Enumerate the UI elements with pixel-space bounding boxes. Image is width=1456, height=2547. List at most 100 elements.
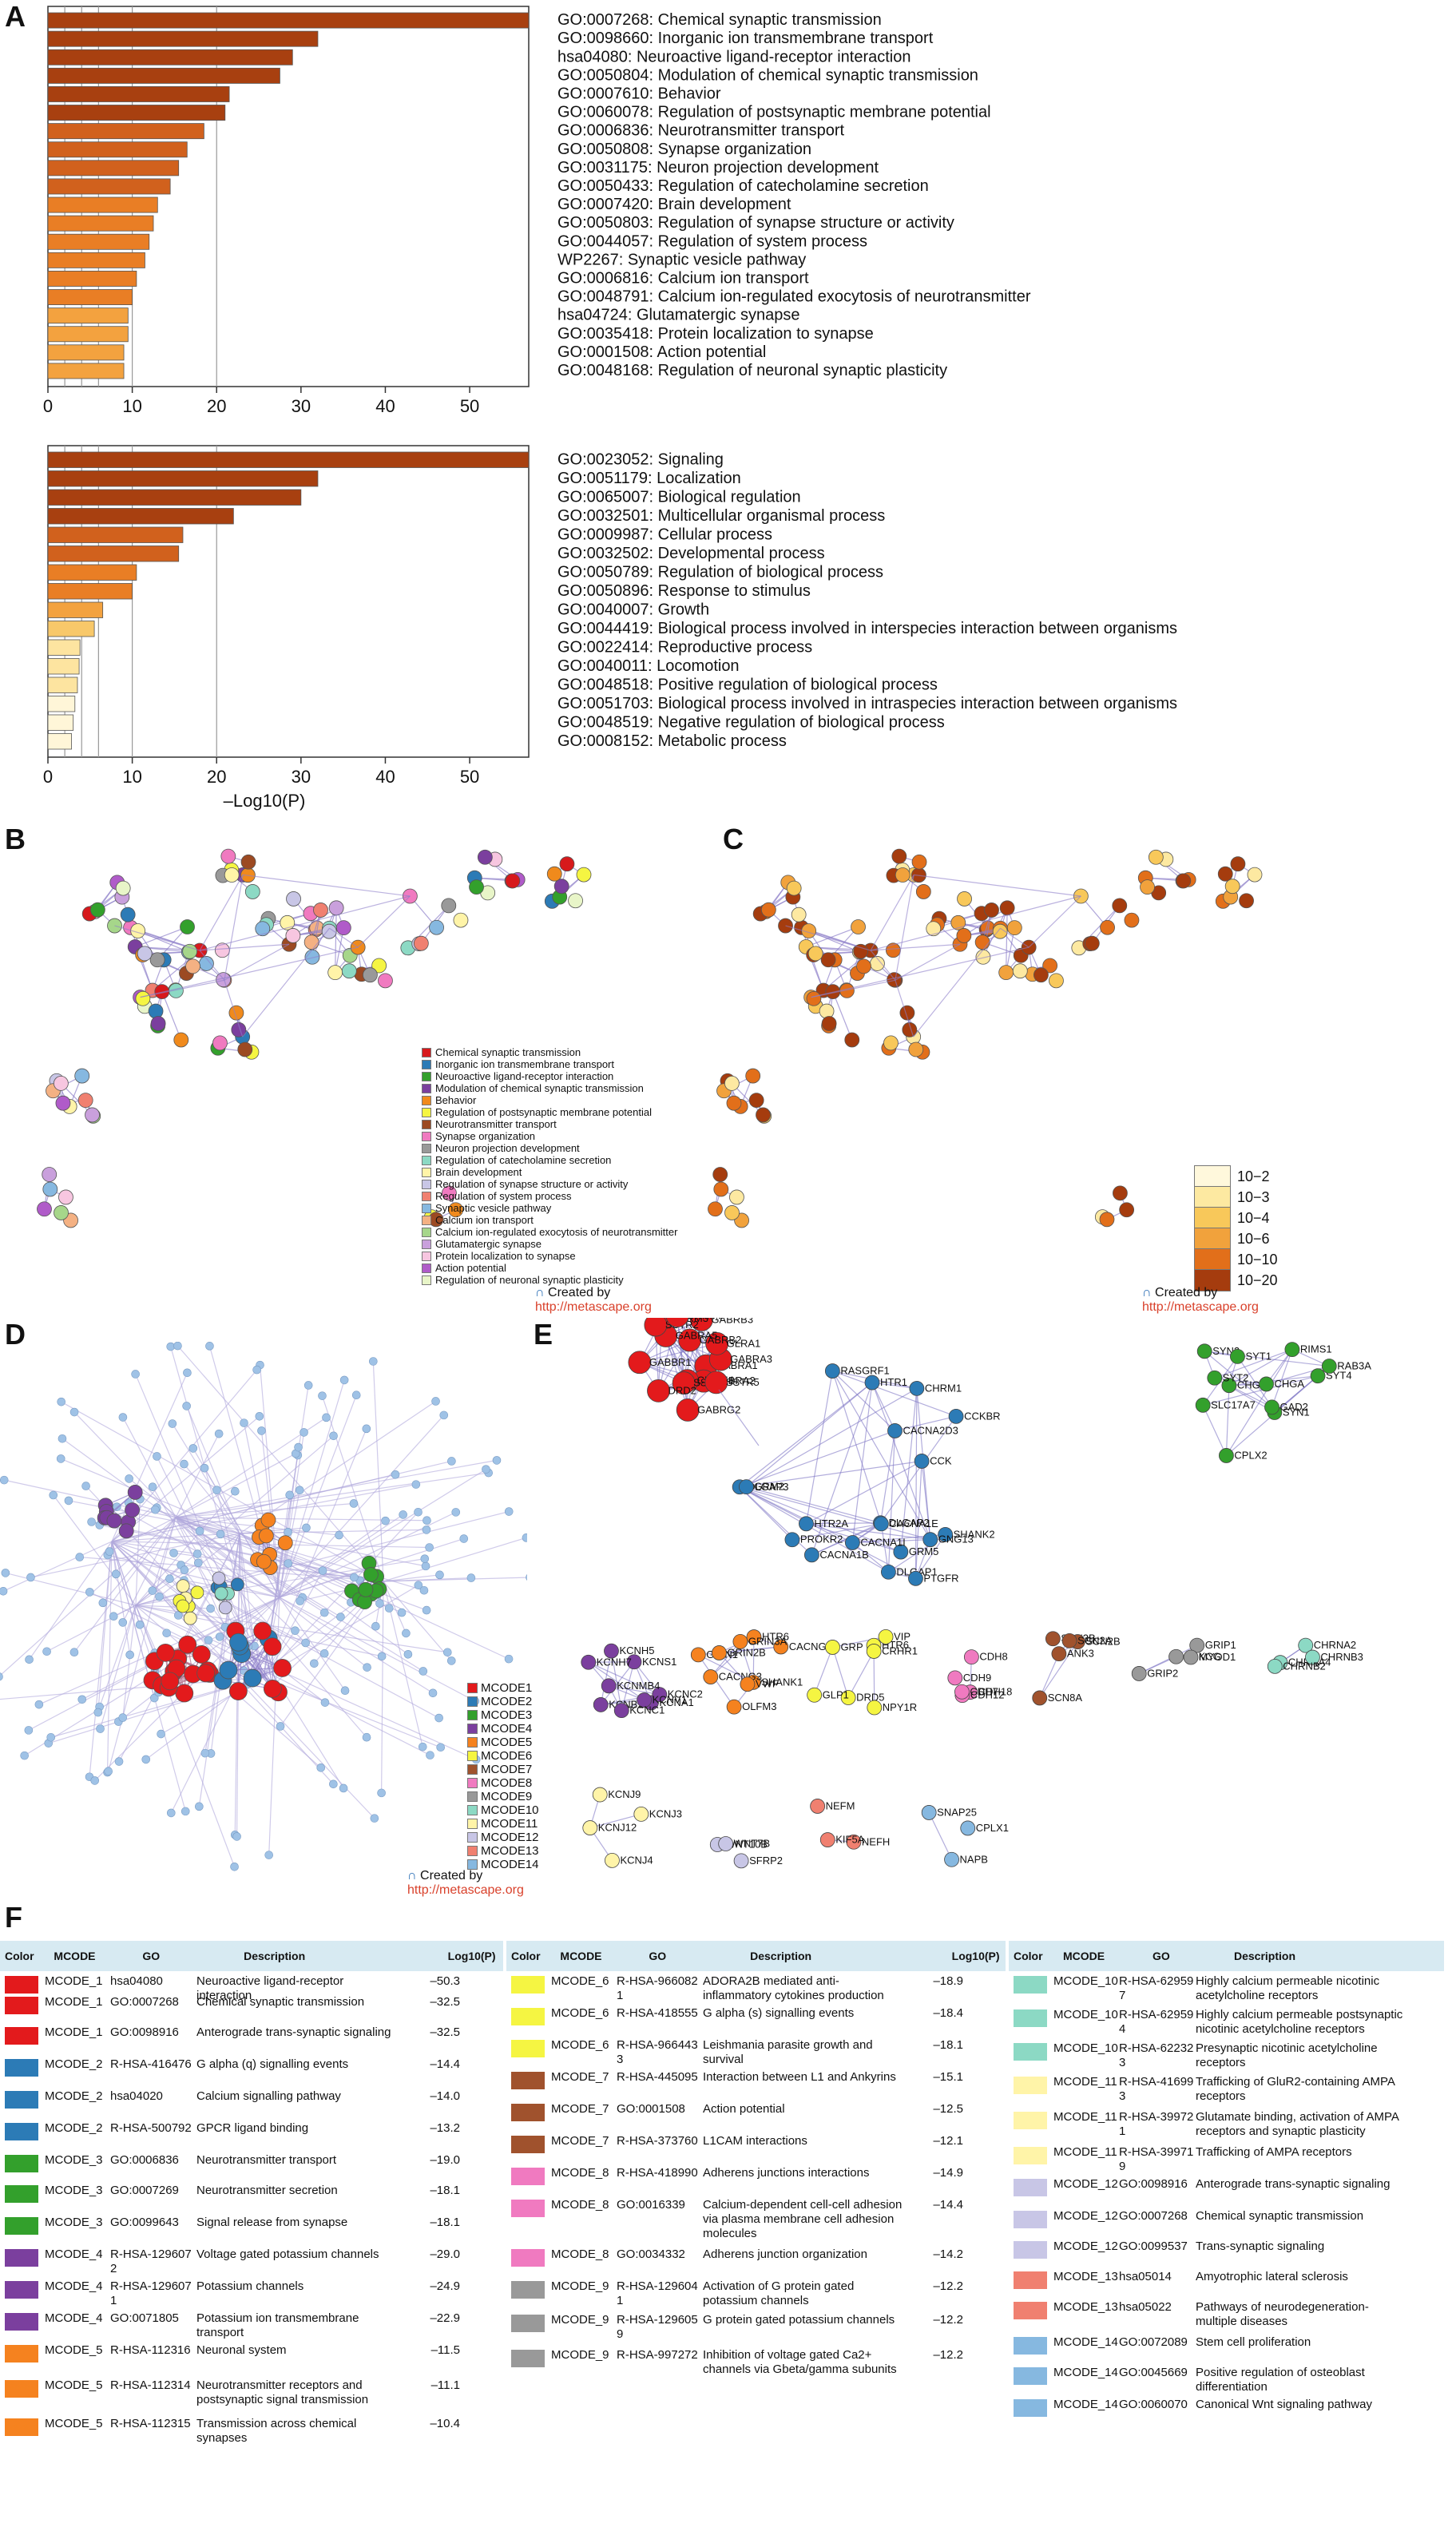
legend-b-item: Neurotransmitter transport	[422, 1118, 757, 1130]
gene-node	[652, 1687, 668, 1703]
network-edge	[97, 1541, 113, 1713]
network-edge	[279, 1597, 346, 1692]
network-node	[1176, 873, 1192, 889]
network-node	[58, 1434, 67, 1443]
network-node	[369, 1357, 378, 1366]
network-node	[263, 1637, 282, 1656]
mcode-cell: MCODE_2	[45, 2057, 103, 2071]
network-edge	[53, 1494, 137, 1606]
description-cell: Canonical Wnt signaling pathway	[1196, 2398, 1372, 2411]
description-cell: Calcium-dependent cell-cell adhesion via…	[703, 2198, 903, 2240]
gene-node	[1321, 1359, 1337, 1374]
gene-node	[1267, 1658, 1283, 1674]
gene-label: SNAP25	[937, 1806, 977, 1818]
network-edge	[383, 1577, 527, 1582]
legend-d-item: MCODE5	[467, 1736, 539, 1749]
network-node	[174, 1611, 183, 1620]
network-cluster	[210, 1005, 260, 1060]
go-cell: GO:0071805	[110, 2311, 179, 2325]
network-node	[230, 1863, 239, 1871]
color-swatch	[1014, 2337, 1047, 2355]
category-label: hsa04080: Neuroactive ligand-receptor in…	[557, 48, 911, 65]
color-swatch	[511, 2315, 545, 2332]
mcode-cell: MCODE_7	[551, 2134, 609, 2148]
network-node	[1100, 919, 1115, 935]
network-node	[49, 1490, 58, 1500]
network-node	[322, 1413, 331, 1422]
network-node	[111, 1569, 121, 1579]
network-edge	[175, 1517, 226, 1628]
network-edge	[239, 1527, 307, 1534]
mcode-cell: MCODE_6	[551, 2006, 609, 2020]
category-label: GO:0048168: Regulation of neuronal synap…	[557, 362, 947, 379]
network-edge	[1028, 895, 1081, 948]
network-node	[300, 1428, 308, 1437]
network-edge	[871, 1382, 931, 1540]
color-swatch	[511, 2350, 545, 2367]
network-node	[161, 1672, 180, 1691]
network-edge	[279, 1514, 404, 1598]
network-edge	[279, 1597, 476, 1702]
description-cell: Anterograde trans-synaptic signaling	[196, 2025, 391, 2039]
description-cell: Stem cell proliferation	[1196, 2335, 1311, 2349]
network-c	[708, 848, 1263, 1228]
network-node	[260, 1512, 276, 1528]
bar	[47, 307, 129, 324]
color-swatch	[1014, 2147, 1047, 2164]
network-node	[162, 1629, 171, 1638]
network-edge	[1006, 907, 1008, 973]
network-node	[212, 1486, 221, 1494]
network-edge	[99, 1605, 137, 1729]
category-label: GO:0048519: Negative regulation of biolo…	[557, 714, 945, 732]
mcode-cell: MCODE_11	[1053, 2145, 1117, 2159]
category-label: GO:0065007: Biological regulation	[557, 489, 801, 506]
network-edge	[135, 1605, 477, 1760]
network-edge	[831, 1371, 895, 1431]
credit-c-url[interactable]: http://metascape.org	[1142, 1300, 1259, 1314]
color-swatch	[511, 2040, 545, 2057]
network-cluster	[400, 888, 469, 956]
network-node	[429, 919, 444, 935]
color-swatch	[1014, 2367, 1047, 2385]
x-tick-label: 50	[460, 767, 479, 787]
go-cell: GO:0099537	[1119, 2240, 1188, 2253]
network-node	[375, 1599, 384, 1608]
network-edge	[279, 1566, 371, 1598]
network-node	[363, 1663, 371, 1672]
mcode-cluster: KCNA1KCNC2KCNB2KCNH5KCNMB4KCNS1KCNV1KCNH…	[581, 1643, 703, 1719]
network-node	[137, 946, 153, 962]
network-node	[168, 1419, 177, 1428]
description-cell: Pathways of neurodegeneration- multiple …	[1196, 2300, 1369, 2328]
credit-b-url[interactable]: http://metascape.org	[535, 1300, 652, 1314]
bar	[47, 30, 319, 47]
credit-d-url[interactable]: http://metascape.org	[407, 1883, 524, 1897]
gene-label: GRP	[840, 1640, 863, 1652]
gene-node	[1207, 1370, 1223, 1386]
network-node	[200, 1463, 209, 1473]
legend-swatch	[467, 1791, 478, 1802]
gene-node	[739, 1479, 754, 1495]
network-cluster	[37, 1167, 78, 1228]
network-b	[37, 848, 592, 1228]
description-cell: Neurotransmitter transport	[196, 2153, 337, 2167]
description-cell: Chemical synaptic transmission	[1196, 2209, 1364, 2223]
description-cell: Trafficking of GluR2-containing AMPA rec…	[1196, 2075, 1395, 2103]
network-edge	[184, 1463, 240, 1534]
network-edge	[805, 1371, 833, 1524]
gene-label: CHRNB3	[1320, 1651, 1363, 1663]
network-node	[469, 879, 484, 895]
network-node	[166, 1808, 176, 1818]
description-cell: Calcium signalling pathway	[196, 2089, 341, 2103]
network-edge	[29, 1541, 113, 1660]
network-node	[58, 1189, 73, 1205]
go-cell: hsa04080	[110, 1974, 163, 1988]
gene-label: CHRM1	[925, 1382, 962, 1394]
network-edge	[175, 1453, 296, 1518]
